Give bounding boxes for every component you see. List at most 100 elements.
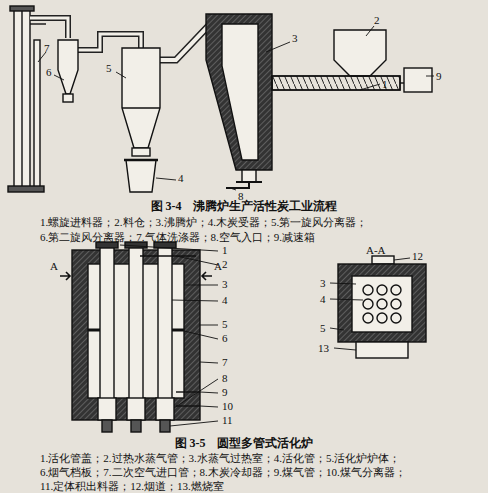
leader-lines <box>120 245 218 426</box>
section-view-part <box>377 313 387 323</box>
coolers-and-feeders-part <box>98 398 116 420</box>
callout-number: 7 <box>222 356 228 369</box>
section-marks <box>60 272 212 280</box>
leader-lines-part <box>266 42 290 52</box>
callout-number: 4 <box>222 294 228 307</box>
charcoal-receiver <box>124 160 158 192</box>
gas-scrubber-part <box>21 10 22 188</box>
section-mark: A-A <box>366 244 386 257</box>
air-inlet-part <box>226 182 249 188</box>
gas-scrubber-part <box>14 10 30 188</box>
section-view-part <box>338 264 426 342</box>
pipes-part <box>30 18 68 38</box>
coolers-and-feeders <box>98 392 200 432</box>
callout-number: 3 <box>222 278 228 291</box>
leader-lines-part <box>54 75 64 80</box>
gas-scrubber-part <box>8 186 44 192</box>
multi-tube-furnace <box>60 242 426 432</box>
leader-lines-part <box>230 188 236 190</box>
first-cyclone <box>122 48 160 156</box>
gas-scrubber-part <box>10 6 34 11</box>
leader-lines-part <box>170 421 218 426</box>
leader-lines-part <box>200 392 218 393</box>
hopper-part <box>334 30 386 76</box>
activation-tubes-part <box>129 246 143 418</box>
pipes-part <box>30 18 68 38</box>
callout-number: 4 <box>320 293 326 306</box>
section-leaders-part <box>330 299 363 300</box>
second-cyclone-part <box>58 40 78 94</box>
section-marks-part <box>202 272 212 280</box>
air-inlet <box>226 182 249 188</box>
leader-lines-part <box>156 178 176 180</box>
hopper <box>334 30 386 76</box>
leader-lines-part <box>120 245 218 251</box>
leader-lines-part <box>116 72 126 78</box>
gas-scrubber-part <box>34 40 40 188</box>
fluidized-furnace-part <box>206 14 272 170</box>
coolers-and-feeders-part <box>102 420 112 432</box>
section-view-part <box>356 342 408 358</box>
screw-feeder-part <box>400 82 404 83</box>
callout-number: 10 <box>222 400 233 413</box>
callout-number: 5 <box>320 322 326 335</box>
section-view-part <box>352 276 412 332</box>
section-view-part <box>391 299 401 309</box>
callout-number: 1 <box>222 244 228 257</box>
section-leaders-part <box>394 258 410 260</box>
callout-number: 1 <box>382 78 388 91</box>
section-view-part <box>391 313 401 323</box>
coolers-and-feeders-part <box>131 420 141 432</box>
charcoal-receiver-part <box>124 159 158 162</box>
section-leaders-part <box>330 328 344 330</box>
callout-number: 5 <box>106 62 112 75</box>
leader-lines-part <box>366 26 374 36</box>
section-view-part <box>363 313 373 323</box>
callout-number: 8 <box>222 372 228 385</box>
legend-text: 6.第二旋风分离器；7.气体洗涤器；8.空气入口；9.减速箱 <box>40 231 315 244</box>
second-cyclone <box>58 40 78 102</box>
legend-text: 1.螺旋进料器；2.料仓；3.沸腾炉；4.木炭受器；5.第一旋风分离器； <box>40 216 367 229</box>
callout-number: 2 <box>374 14 380 27</box>
leader-lines-part <box>360 84 380 90</box>
section-view <box>338 256 426 358</box>
leader-lines-part <box>172 300 218 301</box>
leader-lines-part <box>426 76 434 77</box>
callout-number: 5 <box>222 318 228 331</box>
first-cyclone-part <box>132 148 150 156</box>
section-leaders <box>330 258 410 350</box>
section-marks-part <box>60 272 70 280</box>
leader-lines-part <box>200 406 218 407</box>
callout-number: 11 <box>222 414 233 427</box>
leader-lines-part <box>174 379 218 408</box>
coolers-and-feeders-part <box>160 420 170 432</box>
callout-number: 3 <box>320 277 326 290</box>
callout-number: 3 <box>292 32 298 45</box>
figure-caption: 图 3-5 圆型多管式活化炉 <box>0 437 488 451</box>
legend-text: 11.定体积出料器；12.烟道；13.燃烧室 <box>40 480 224 493</box>
activation-tubes-part <box>158 246 172 418</box>
section-leaders-part <box>334 348 356 350</box>
second-cyclone-part <box>63 94 73 102</box>
callout-number: 12 <box>412 250 423 263</box>
section-view-part <box>363 299 373 309</box>
section-mark: A <box>214 260 222 273</box>
callout-number: 6 <box>222 332 228 345</box>
section-leaders-part <box>330 283 356 284</box>
section-view-part <box>377 285 387 295</box>
coolers-and-feeders-part <box>176 405 200 406</box>
leader-lines-part <box>184 331 218 339</box>
section-view-part <box>391 285 401 295</box>
section-view-part <box>372 256 394 264</box>
legend-text: 1.活化管盖；2.过热水蒸气管；3.水蒸气过热室；4.活化管；5.活化炉炉体； <box>40 452 400 465</box>
coolers-and-feeders-part <box>176 391 200 392</box>
fluidized-furnace-part <box>222 24 258 160</box>
leader-lines-part <box>200 362 218 363</box>
leader-lines-part <box>184 285 218 286</box>
coolers-and-feeders-part <box>156 398 174 420</box>
callout-number: 7 <box>44 42 50 55</box>
callout-number: 6 <box>46 66 52 79</box>
section-mark: A <box>50 260 58 273</box>
callout-number: 9 <box>222 386 228 399</box>
